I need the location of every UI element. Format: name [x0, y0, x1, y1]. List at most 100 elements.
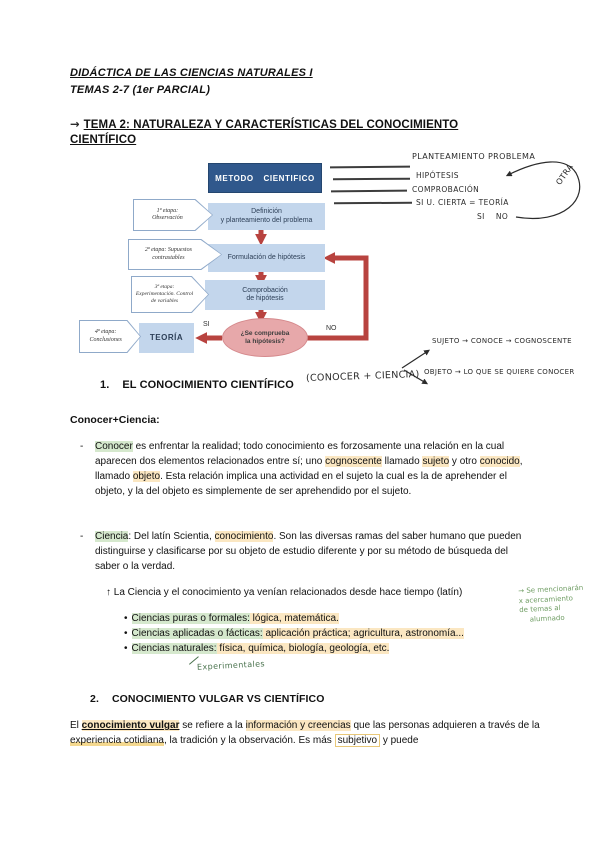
arrow-no-loop — [306, 251, 369, 341]
text-run: llamado — [381, 456, 423, 467]
bullet-dash: - — [80, 531, 84, 542]
stage-1-sublabel: Observación — [152, 215, 183, 221]
label-si: SI — [203, 321, 210, 328]
ciencias-list: •Ciencias puras o formales: lógica, mate… — [124, 611, 464, 656]
text-run: , la tradición y la observación. Es más — [163, 735, 335, 746]
diagram-title: METODO CIENTIFICO — [208, 163, 322, 193]
bullet-conocer-text: Conocer es enfrentar la realidad; todo c… — [95, 439, 535, 499]
hand-connector-line — [333, 201, 413, 204]
section1-heading-text: EL CONOCIMIENTO CIENTÍFICO — [122, 379, 294, 391]
box-definicion-line1: Definición — [251, 208, 282, 215]
hl-ciencias-naturales: Ciencias naturales: — [131, 643, 217, 654]
box-teoria: TEORÍA — [139, 323, 194, 353]
hl-conocimiento: conocimiento — [214, 531, 274, 542]
bullet-ciencia: - Ciencia: Del latín Scientia, conocimie… — [80, 529, 535, 574]
stage-3-sublabel2: de variables — [151, 297, 179, 304]
section2-number: 2. — [90, 693, 99, 705]
handnote-objeto: OBJETO → LO QUE SE QUIERE CONOCER — [424, 368, 575, 376]
bullet-dot: • — [124, 643, 128, 654]
hl-fisica: física, química, biología, geología, etc… — [216, 643, 390, 654]
stage-4-label: 4ª etapa: — [94, 329, 117, 335]
course-title: DIDÁCTICA DE LAS CIENCIAS NATURALES I — [70, 67, 313, 79]
stage-4-pentagon: 4ª etapa: Conclusiones — [79, 320, 141, 353]
hl-ciencias-puras: Ciencias puras o formales: — [131, 613, 250, 624]
handnote-experimentales: Experimentales — [196, 659, 266, 672]
box-definicion: Definición y planteamiento del problema — [208, 203, 325, 230]
box-comprobacion: Comprobación de hipótesis — [205, 280, 325, 310]
list-item: •Ciencias aplicadas o fácticas: aplicaci… — [124, 626, 464, 641]
stage-2-sublabel: contrastables — [152, 254, 185, 261]
hand-connector-line — [332, 177, 411, 180]
text-run: El — [70, 720, 82, 731]
hl-ciencias-aplicadas: Ciencias aplicadas o fácticas: — [131, 628, 263, 639]
stage-2-label: 2ª etapa: Supuestos — [144, 247, 192, 253]
handnote-hipotesis: HIPÓTESIS — [416, 171, 459, 180]
handnote-si-cierta: SI U. CIERTA = TEORÍA — [416, 198, 509, 207]
box-comprobacion-line1: Comprobación — [242, 286, 288, 294]
section2-heading: 2. CONOCIMIENTO VULGAR VS CIENTÍFICO — [90, 693, 325, 705]
hl-aplicacion: aplicación práctica; agricultura, astron… — [262, 628, 464, 639]
hand-branch-arrows — [401, 349, 431, 385]
box-teoria-label: TEORÍA — [149, 332, 184, 342]
stage-1-pentagon: 1ª etapa: Observación — [133, 199, 213, 231]
hl-objeto: objeto — [132, 471, 161, 482]
text-run: . Esta relación implica una actividad en… — [95, 471, 507, 497]
handnote-sujeto: SUJETO → CONOCE → COGNOSCENTE — [432, 337, 572, 345]
conocer-ciencia-label: Conocer+Ciencia: — [70, 414, 160, 426]
hl-cognoscente: cognoscente — [325, 456, 382, 467]
hl-sujeto: sujeto — [422, 456, 450, 467]
list-item: •Ciencias naturales: física, química, bi… — [124, 641, 464, 656]
text-run: : Del latín Scientia, — [128, 531, 215, 542]
decision-line1: ¿Se comprueba — [240, 329, 290, 337]
hl-conocimiento-vulgar: conocimiento vulgar — [81, 720, 180, 731]
bullet-conocer: - Conocer es enfrentar la realidad; todo… — [80, 439, 535, 499]
section1-heading: 1. EL CONOCIMIENTO CIENTÍFICO — [100, 379, 294, 391]
handnote-planteamiento: PLANTEAMIENTO PROBLEMA — [412, 152, 536, 161]
hand-loop-arrow — [505, 161, 581, 219]
box-formulacion-label: Formulación de hipótesis — [227, 253, 306, 261]
text-run: . Son las diversas ramas del saber human… — [95, 531, 522, 572]
stage-1-label: 1ª etapa: — [156, 207, 179, 214]
hl-informacion-creencias: información y creencias — [245, 720, 351, 731]
bullet-dot: • — [124, 628, 128, 639]
text-run: que las personas adquieren a través de l… — [350, 720, 540, 731]
handnote-comprobacion: COMPROBACIÓN — [412, 185, 480, 194]
decision-line2: la hipótesis? — [245, 337, 285, 345]
hand-arrow-icon: → — [70, 117, 80, 131]
stage-2-pentagon: 2ª etapa: Supuestos contrastables — [128, 239, 222, 270]
latin-note: ↑ La Ciencia y el conocimiento ya venían… — [106, 587, 463, 598]
bullet-dot: • — [124, 613, 128, 624]
text-run: es enfrentar la realidad; todo conocimie… — [95, 441, 505, 467]
stage-3-pentagon: 3ª etapa: Experimentación. Control de va… — [131, 276, 209, 313]
section2-heading-text: CONOCIMIENTO VULGAR VS CIENTÍFICO — [111, 693, 325, 705]
text-run: y puede — [380, 735, 419, 746]
course-subtitle: TEMAS 2-7 (1er PARCIAL) — [70, 84, 211, 96]
list-item: •Ciencias puras o formales: lógica, mate… — [124, 611, 464, 626]
hl-ciencia: Ciencia — [95, 531, 129, 542]
hand-connector-line — [330, 189, 408, 192]
green-margin-note: → Se mencionarán x acercamiento de temas… — [518, 583, 600, 625]
stage-4-sublabel: Conclusiones — [89, 336, 122, 343]
decision-ellipse: ¿Se comprueba la hipótesis? — [222, 318, 308, 357]
stage-3-sublabel: Experimentación. Control — [135, 291, 194, 298]
text-run: , llamado — [95, 456, 523, 482]
section1-number: 1. — [100, 379, 110, 391]
stage-3-label: 3ª etapa: — [154, 284, 175, 291]
tema-heading-text: TEMA 2: NATURALEZA Y CARACTERÍSTICAS DEL… — [70, 119, 459, 146]
hl-conocer: Conocer — [95, 441, 133, 452]
text-run: y otro — [449, 456, 480, 467]
hl-subjetivo: subjetivo — [334, 734, 381, 747]
hl-experiencia-cotidiana: experiencia cotidiana — [70, 735, 164, 746]
label-no: NO — [326, 325, 337, 332]
hl-logica: lógica, matemática. — [249, 613, 339, 624]
bullet-ciencia-text: Ciencia: Del latín Scientia, conocimient… — [95, 529, 535, 574]
box-definicion-line2: y planteamiento del problema — [220, 216, 313, 224]
box-formulacion: Formulación de hipótesis — [208, 244, 325, 272]
handnote-si-no: SI NO — [477, 212, 509, 221]
bullet-dash: - — [80, 441, 84, 452]
tema-heading: →TEMA 2: NATURALEZA Y CARACTERÍSTICAS DE… — [70, 117, 490, 148]
vulgar-paragraph: El conocimiento vulgar se refiere a la i… — [70, 718, 540, 748]
text-run: se refiere a la — [179, 720, 246, 731]
box-comprobacion-line2: de hipótesis — [246, 295, 284, 302]
